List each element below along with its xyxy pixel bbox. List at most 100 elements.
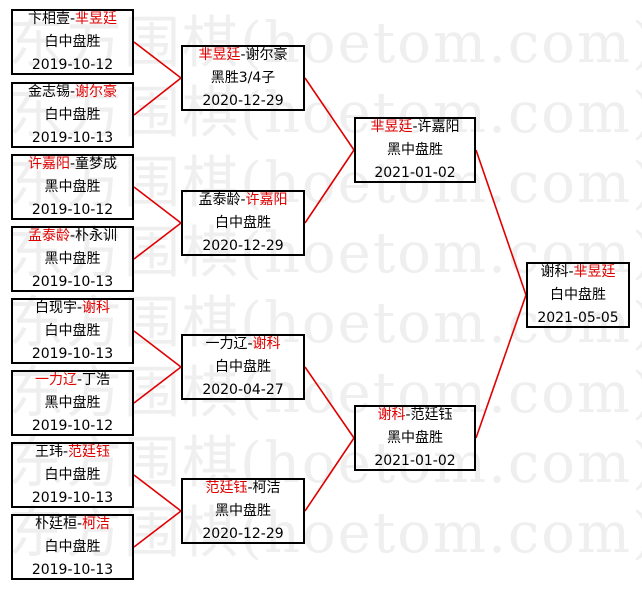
match-date: 2019-10-12 xyxy=(31,417,114,434)
match-date: 2019-10-13 xyxy=(31,273,114,290)
player-black: 一力辽 xyxy=(34,371,77,388)
match-result: 白中盘胜 xyxy=(44,33,101,50)
versus-dash: - xyxy=(405,406,411,423)
player-white: 谢尔豪 xyxy=(245,46,288,63)
match-date: 2021-05-05 xyxy=(537,309,619,326)
player-black: 王玮 xyxy=(34,443,63,460)
versus-dash: - xyxy=(69,227,76,244)
player-white: 芈昱廷 xyxy=(573,263,616,280)
player-black: 卞相壹 xyxy=(27,10,70,27)
versus-dash: - xyxy=(62,443,69,460)
player-white: 谢科 xyxy=(252,335,281,352)
match-box-r1m6: 一力辽-丁浩黑中盘胜 2019-10-12 xyxy=(11,370,134,436)
match-players: 白现宇-谢科 xyxy=(35,297,110,320)
player-white: 谢尔豪 xyxy=(75,83,118,100)
match-date: 2019-10-13 xyxy=(31,561,114,578)
match-players: 朴廷桓-柯洁 xyxy=(35,513,110,536)
connector-r2m4-to-r3m2 xyxy=(304,437,355,512)
match-result: 白中盘胜 xyxy=(44,538,101,555)
player-white: 范廷钰 xyxy=(410,406,453,423)
match-players: 孟泰龄-许嘉阳 xyxy=(198,189,287,212)
match-box-r1m2: 金志锡-谢尔豪白中盘胜 2019-10-13 xyxy=(11,82,134,148)
match-result: 黑中盘胜 xyxy=(387,429,443,446)
connector-r1m2-to-r2m1 xyxy=(133,77,182,116)
match-players: 孟泰龄-朴永训 xyxy=(28,225,117,248)
connector-r1m6-to-r2m3 xyxy=(133,366,182,404)
match-players: 谢科-范廷钰 xyxy=(377,404,452,427)
player-white: 朴永训 xyxy=(75,227,118,244)
match-players: 一力辽-谢科 xyxy=(205,333,280,356)
match-box-r2m2: 孟泰龄-许嘉阳白中盘胜 2020-12-29 xyxy=(181,190,305,256)
match-result: 白中盘胜 xyxy=(44,466,101,483)
player-black: 许嘉阳 xyxy=(27,155,70,172)
player-black: 范廷钰 xyxy=(205,479,248,496)
versus-dash: - xyxy=(240,191,246,208)
match-players: 王玮-范廷钰 xyxy=(35,441,110,464)
player-black: 芈昱廷 xyxy=(198,46,241,63)
match-players: 许嘉阳-童梦成 xyxy=(28,153,117,176)
versus-dash: - xyxy=(412,118,418,135)
match-date: 2019-10-12 xyxy=(31,201,114,218)
versus-dash: - xyxy=(568,263,574,280)
match-result: 黑胜3/4子 xyxy=(210,69,276,86)
match-players: 一力辽-丁浩 xyxy=(35,369,110,392)
player-black: 一力辽 xyxy=(205,335,248,352)
connector-r1m4-to-r2m2 xyxy=(133,222,182,260)
match-result: 黑中盘胜 xyxy=(215,502,271,519)
player-white: 丁浩 xyxy=(82,371,111,388)
player-black: 白现宇 xyxy=(34,299,77,316)
player-white: 芈昱廷 xyxy=(75,10,118,27)
player-white: 谢科 xyxy=(82,299,111,316)
match-box-final: 谢科-芈昱廷白中盘胜 2021-05-05 xyxy=(526,262,630,328)
match-result: 白中盘胜 xyxy=(215,214,271,231)
match-players: 芈昱廷-谢尔豪 xyxy=(198,44,287,67)
match-result: 黑中盘胜 xyxy=(44,178,101,195)
match-date: 2020-04-27 xyxy=(202,381,284,398)
connector-r1m3-to-r2m2 xyxy=(133,186,182,224)
player-white: 柯洁 xyxy=(252,479,281,496)
match-box-r3m1: 芈昱廷-许嘉阳黑中盘胜 2021-01-02 xyxy=(354,117,476,183)
player-black: 谢科 xyxy=(377,406,406,423)
match-box-r2m4: 范廷钰-柯洁黑中盘胜 2020-12-29 xyxy=(181,478,305,544)
versus-dash: - xyxy=(69,83,76,100)
versus-dash: - xyxy=(69,10,76,27)
versus-dash: - xyxy=(76,299,83,316)
match-date: 2021-01-02 xyxy=(374,164,456,181)
connector-r3m1-to-final xyxy=(475,149,527,296)
match-date: 2021-01-02 xyxy=(374,452,456,469)
player-black: 朴廷桓 xyxy=(34,515,77,532)
player-white: 童梦成 xyxy=(75,155,118,172)
player-black: 金志锡 xyxy=(27,83,70,100)
match-result: 白中盘胜 xyxy=(550,286,606,303)
player-white: 许嘉阳 xyxy=(417,118,460,135)
match-result: 黑中盘胜 xyxy=(44,394,101,411)
match-date: 2020-12-29 xyxy=(202,237,284,254)
connector-r1m1-to-r2m1 xyxy=(133,41,182,79)
versus-dash: - xyxy=(69,155,76,172)
match-date: 2020-12-29 xyxy=(202,525,284,542)
player-black: 谢科 xyxy=(540,263,569,280)
match-box-r1m8: 朴廷桓-柯洁白中盘胜 2019-10-13 xyxy=(11,514,134,580)
versus-dash: - xyxy=(247,479,253,496)
connector-r1m7-to-r2m4 xyxy=(133,474,182,512)
connector-r1m8-to-r2m4 xyxy=(133,510,182,548)
player-white: 许嘉阳 xyxy=(245,191,288,208)
player-white: 柯洁 xyxy=(82,515,111,532)
player-black: 芈昱廷 xyxy=(370,118,413,135)
match-result: 黑中盘胜 xyxy=(44,250,101,267)
versus-dash: - xyxy=(247,335,253,352)
match-date: 2019-10-13 xyxy=(31,129,114,146)
match-result: 黑中盘胜 xyxy=(387,141,443,158)
match-date: 2019-10-13 xyxy=(31,345,114,362)
match-box-r1m3: 许嘉阳-童梦成黑中盘胜 2019-10-12 xyxy=(11,154,134,220)
match-players: 金志锡-谢尔豪 xyxy=(28,81,117,104)
player-black: 孟泰龄 xyxy=(27,227,70,244)
match-result: 白中盘胜 xyxy=(44,106,101,123)
match-result: 白中盘胜 xyxy=(215,358,271,375)
versus-dash: - xyxy=(76,371,83,388)
connector-r2m3-to-r3m2 xyxy=(304,366,355,439)
